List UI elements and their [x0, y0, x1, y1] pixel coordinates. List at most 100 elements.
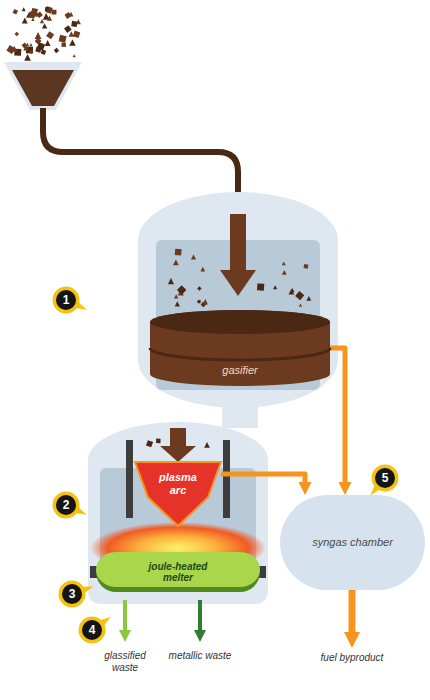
decor: [29, 43, 32, 46]
decor: [304, 264, 309, 269]
shape-part: [280, 495, 425, 590]
outflow-label: fuel byproduct: [315, 652, 389, 664]
decor: [15, 32, 20, 37]
decor: [31, 18, 34, 21]
gasifier-bed: gasifier: [150, 310, 330, 386]
hopper-feed: [12, 70, 74, 106]
decor: [168, 278, 174, 284]
syngas-pipe: [330, 348, 345, 482]
callout-ring: [53, 492, 80, 519]
decor: [156, 439, 161, 444]
decor: [45, 40, 51, 46]
decor: [191, 254, 196, 259]
shape-part: [96, 552, 260, 592]
decor: [69, 39, 76, 46]
feed-arrow-head: [220, 270, 256, 296]
hopper: [4, 62, 82, 110]
decor: [54, 48, 59, 53]
callout-badge: [365, 465, 399, 501]
decor: [73, 31, 80, 38]
decor: [24, 54, 31, 61]
decor: [295, 291, 304, 300]
decor: [22, 43, 28, 49]
decor: [64, 25, 72, 33]
decor: [173, 259, 179, 265]
callout-ring: [59, 581, 86, 608]
decor: [289, 289, 295, 295]
callout-number: 2: [54, 496, 78, 514]
shape-part: [150, 310, 330, 386]
callout-number: 3: [60, 585, 84, 603]
decor: [59, 35, 67, 43]
electrode: [223, 440, 230, 518]
node-label: syngas chamber: [312, 536, 393, 549]
decor: [13, 9, 19, 15]
node-label: joule-heated melter: [133, 561, 223, 584]
melter-disc: joule-heated melter: [96, 552, 260, 592]
decor: [197, 300, 201, 304]
decor: [146, 440, 153, 447]
decor: [42, 23, 47, 28]
decor: [257, 283, 264, 290]
shape-part: [135, 462, 221, 526]
shape-part: [150, 310, 330, 334]
decor: [197, 286, 201, 290]
decor: [29, 50, 33, 54]
electrode: [126, 440, 133, 518]
decor: [52, 10, 57, 15]
decor: [282, 261, 286, 265]
feed-arrow: [170, 428, 186, 446]
callout-number: 4: [80, 621, 104, 639]
syngas-chamber: syngas chamber: [280, 495, 425, 590]
fuel-outflow-arrow: [349, 590, 356, 632]
plasma-vessel: [88, 422, 268, 604]
node-label: gasifier: [222, 364, 257, 377]
callout-badge: [59, 580, 97, 608]
decor: [204, 442, 210, 448]
callout-ring: [53, 287, 80, 314]
decor: [73, 54, 76, 57]
vessel-neck: [222, 402, 258, 428]
outflow-label: metallic waste: [168, 650, 232, 662]
callout-badge: [53, 287, 90, 317]
decor: [306, 296, 311, 301]
callout-number: 1: [54, 291, 78, 309]
glass-outflow-arrow: [123, 600, 127, 630]
callout-badge: [53, 492, 90, 522]
decor: [22, 18, 28, 24]
callout-number: 5: [373, 469, 397, 487]
decor: [200, 267, 205, 272]
syngas-pipe: [221, 474, 305, 482]
decor: [71, 21, 77, 27]
plasma-arc-zone: plasma arc: [135, 462, 221, 526]
decor: [299, 304, 302, 307]
shape-part: [96, 552, 260, 587]
decor: [6, 45, 15, 54]
decor: [174, 294, 178, 298]
feed-arrow-head: [160, 446, 196, 462]
decor: [69, 31, 74, 36]
callout-badge: [79, 611, 115, 643]
node-label: plasma arc: [153, 471, 203, 496]
decor: [40, 44, 44, 48]
decor: [273, 285, 277, 289]
decor: [35, 13, 38, 16]
decor: [46, 31, 54, 39]
decor: [175, 301, 180, 306]
decor: [22, 7, 26, 11]
decor: [175, 249, 182, 256]
decor: [177, 285, 186, 294]
shape-part: [150, 348, 330, 360]
decor: [41, 49, 47, 55]
outflow-label: glassified waste: [93, 650, 157, 673]
decor: [65, 12, 72, 19]
feed-arrow: [230, 214, 246, 270]
callout-ring: [372, 465, 399, 492]
decor: [45, 7, 49, 11]
decor: [35, 32, 42, 39]
decor: [61, 42, 66, 47]
decor: [47, 16, 52, 21]
decor: [40, 19, 44, 23]
